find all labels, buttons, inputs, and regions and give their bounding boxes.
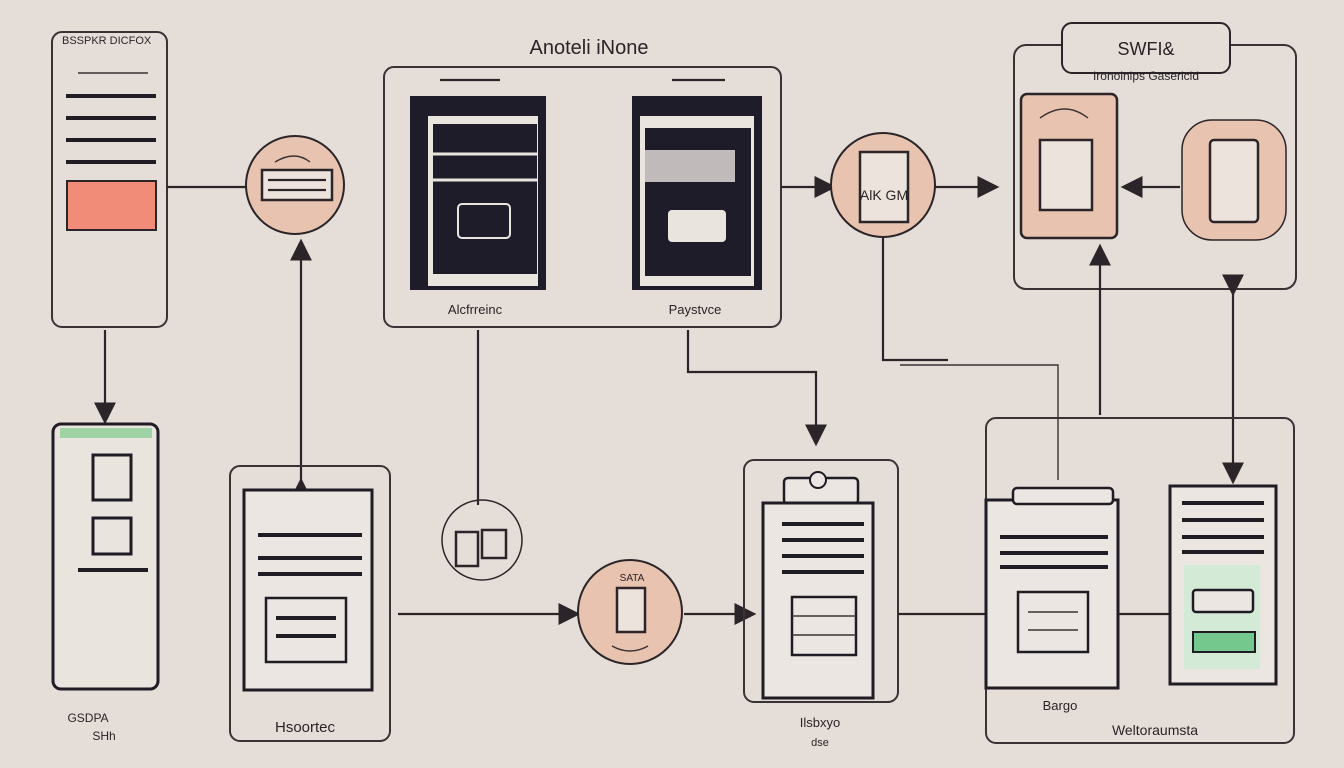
- center-right-label: Paystvce: [669, 302, 722, 317]
- right-panel: SWFI& Ironoinips Gaserlcid: [1013, 22, 1297, 290]
- bottom-right-panel: Bargo Weltoraumsta: [984, 417, 1295, 744]
- bottom-middle-panel: Ilsbxyo dse: [743, 459, 899, 749]
- left-bottom-label-2: SHh: [92, 729, 115, 743]
- bottom-left-panel: Hsoortec: [229, 465, 391, 742]
- highlight-block: [66, 180, 157, 231]
- bottom-left-label: Hsoortec: [275, 719, 336, 736]
- center-left-label: Alcfrreinc: [448, 302, 503, 317]
- right-title: SWFI&: [1118, 39, 1175, 59]
- center-panel: Anoteli iNone Alcfrreinc Paystvce: [383, 37, 782, 328]
- bottom-right-label-1: Bargo: [1043, 698, 1078, 713]
- center-title: Anoteli iNone: [530, 37, 649, 59]
- small-circle-icon: [441, 499, 523, 581]
- left-top-label: BSSPKR DICFOX: [62, 35, 152, 47]
- bottom-right-label-2: Weltoraumsta: [1112, 722, 1198, 738]
- left-device: GSDPA SHh: [51, 422, 160, 743]
- bottom-middle-label-1: Ilsbxyo: [800, 715, 840, 730]
- left-bottom-label-1: GSDPA: [67, 711, 108, 725]
- gm-circle-icon: AlK GM: [830, 132, 936, 238]
- left-document-panel: BSSPKR DICFOX: [51, 31, 168, 328]
- circle-bottom-label: SATA: [620, 573, 645, 584]
- circle-top-label: AlK GM: [860, 187, 908, 203]
- right-subtitle: Ironoinips Gaserlcid: [1093, 69, 1199, 83]
- server-circle-icon: [245, 135, 345, 235]
- sata-circle-icon: SATA: [577, 559, 683, 665]
- bottom-middle-label-2: dse: [811, 737, 829, 749]
